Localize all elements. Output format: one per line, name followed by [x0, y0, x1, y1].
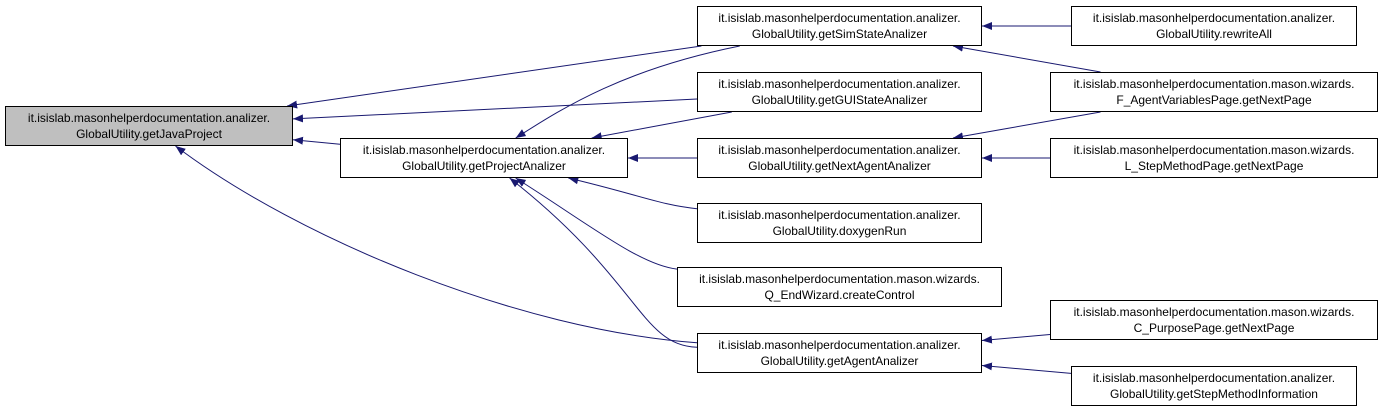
edge-F_getNextPage-to-getNextAgentAnalizer — [952, 111, 1101, 141]
node-label-line1: it.isislab.masonhelperdocumentation.maso… — [1073, 305, 1355, 319]
node-label-line1: it.isislab.masonhelperdocumentation.anal… — [1092, 371, 1336, 385]
node-label-line1: it.isislab.masonhelperdocumentation.maso… — [699, 272, 980, 286]
node-createControl[interactable]: it.isislab.masonhelperdocumentation.maso… — [677, 267, 1002, 307]
node-F_getNextPage[interactable]: it.isislab.masonhelperdocumentation.maso… — [1050, 72, 1378, 112]
node-label-line2: GlobalUtility.doxygenRun — [772, 224, 907, 238]
node-label-line1: it.isislab.masonhelperdocumentation.anal… — [718, 338, 961, 352]
node-label-line2: L_StepMethodPage.getNextPage — [1124, 159, 1304, 173]
node-label-line2: C_PurposePage.getNextPage — [1133, 321, 1295, 335]
node-label-line2: Q_EndWizard.createControl — [764, 288, 915, 302]
node-L_getNextPage[interactable]: it.isislab.masonhelperdocumentation.maso… — [1050, 138, 1378, 178]
node-label-line1: it.isislab.masonhelperdocumentation.anal… — [718, 208, 961, 222]
node-label-line2: GlobalUtility.getStepMethodInformation — [1110, 387, 1318, 401]
node-label-line1: it.isislab.masonhelperdocumentation.anal… — [718, 77, 961, 91]
node-getProjectAnalizer[interactable]: it.isislab.masonhelperdocumentation.anal… — [340, 138, 628, 178]
node-C_getNextPage[interactable]: it.isislab.masonhelperdocumentation.maso… — [1050, 300, 1378, 340]
node-getNextAgentAnalizer[interactable]: it.isislab.masonhelperdocumentation.anal… — [697, 138, 982, 178]
edge-doxygenRun-to-getProjectAnalizer — [568, 176, 698, 210]
node-label-line1: it.isislab.masonhelperdocumentation.anal… — [362, 143, 606, 157]
node-label-line2: GlobalUtility.getNextAgentAnalizer — [748, 159, 931, 173]
node-label-line1: it.isislab.masonhelperdocumentation.maso… — [1073, 77, 1355, 91]
edge-getProjectAnalizer-to-getJavaProject — [292, 136, 341, 145]
node-label-line1: it.isislab.masonhelperdocumentation.anal… — [718, 11, 961, 25]
node-label-line2: GlobalUtility.getSimStateAnalizer — [751, 27, 928, 41]
edge-getGUIStateAnalizer-to-getProjectAnalizer — [591, 111, 732, 141]
edge-getSimStateAnalizer-to-getProjectAnalizer — [515, 45, 740, 139]
node-label-line1: it.isislab.masonhelperdocumentation.anal… — [1092, 11, 1336, 25]
node-getGUIStateAnalizer[interactable]: it.isislab.masonhelperdocumentation.anal… — [697, 72, 982, 112]
node-getSimStateAnalizer[interactable]: it.isislab.masonhelperdocumentation.anal… — [697, 6, 982, 46]
node-getStepMethodInformation[interactable]: it.isislab.masonhelperdocumentation.anal… — [1071, 366, 1357, 406]
node-label-line1: it.isislab.masonhelperdocumentation.maso… — [1073, 143, 1355, 157]
node-label-line2: GlobalUtility.getProjectAnalizer — [402, 159, 566, 173]
edge-getStepMethodInformation-to-getAgentAnalizer — [981, 362, 1072, 374]
node-rewriteAll[interactable]: it.isislab.masonhelperdocumentation.anal… — [1071, 6, 1357, 46]
edge-getSimStateAnalizer-to-getJavaProject — [287, 45, 702, 109]
node-label-line2: GlobalUtility.getAgentAnalizer — [760, 354, 919, 368]
edge-getAgentAnalizer-to-getProjectAnalizer — [509, 177, 698, 348]
node-label-line2: GlobalUtility.getJavaProject — [76, 127, 222, 141]
node-getJavaProject[interactable]: it.isislab.masonhelperdocumentation.anal… — [5, 106, 293, 146]
node-getAgentAnalizer[interactable]: it.isislab.masonhelperdocumentation.anal… — [697, 333, 982, 373]
edge-getAgentAnalizer-to-getJavaProject — [175, 145, 698, 344]
node-doxygenRun[interactable]: it.isislab.masonhelperdocumentation.anal… — [697, 203, 982, 243]
edge-getGUIStateAnalizer-to-getJavaProject — [292, 98, 698, 123]
edge-F_getNextPage-to-getSimStateAnalizer — [952, 43, 1101, 73]
node-label-line2: F_AgentVariablesPage.getNextPage — [1116, 93, 1312, 107]
node-label-line2: GlobalUtility.getGUIStateAnalizer — [751, 93, 928, 107]
node-label-line2: GlobalUtility.rewriteAll — [1156, 27, 1272, 41]
edge-C_getNextPage-to-getAgentAnalizer — [981, 333, 1051, 344]
node-label-line1: it.isislab.masonhelperdocumentation.anal… — [718, 143, 961, 157]
node-label-line1: it.isislab.masonhelperdocumentation.anal… — [27, 111, 271, 125]
edge-createControl-to-getProjectAnalizer — [515, 177, 678, 270]
